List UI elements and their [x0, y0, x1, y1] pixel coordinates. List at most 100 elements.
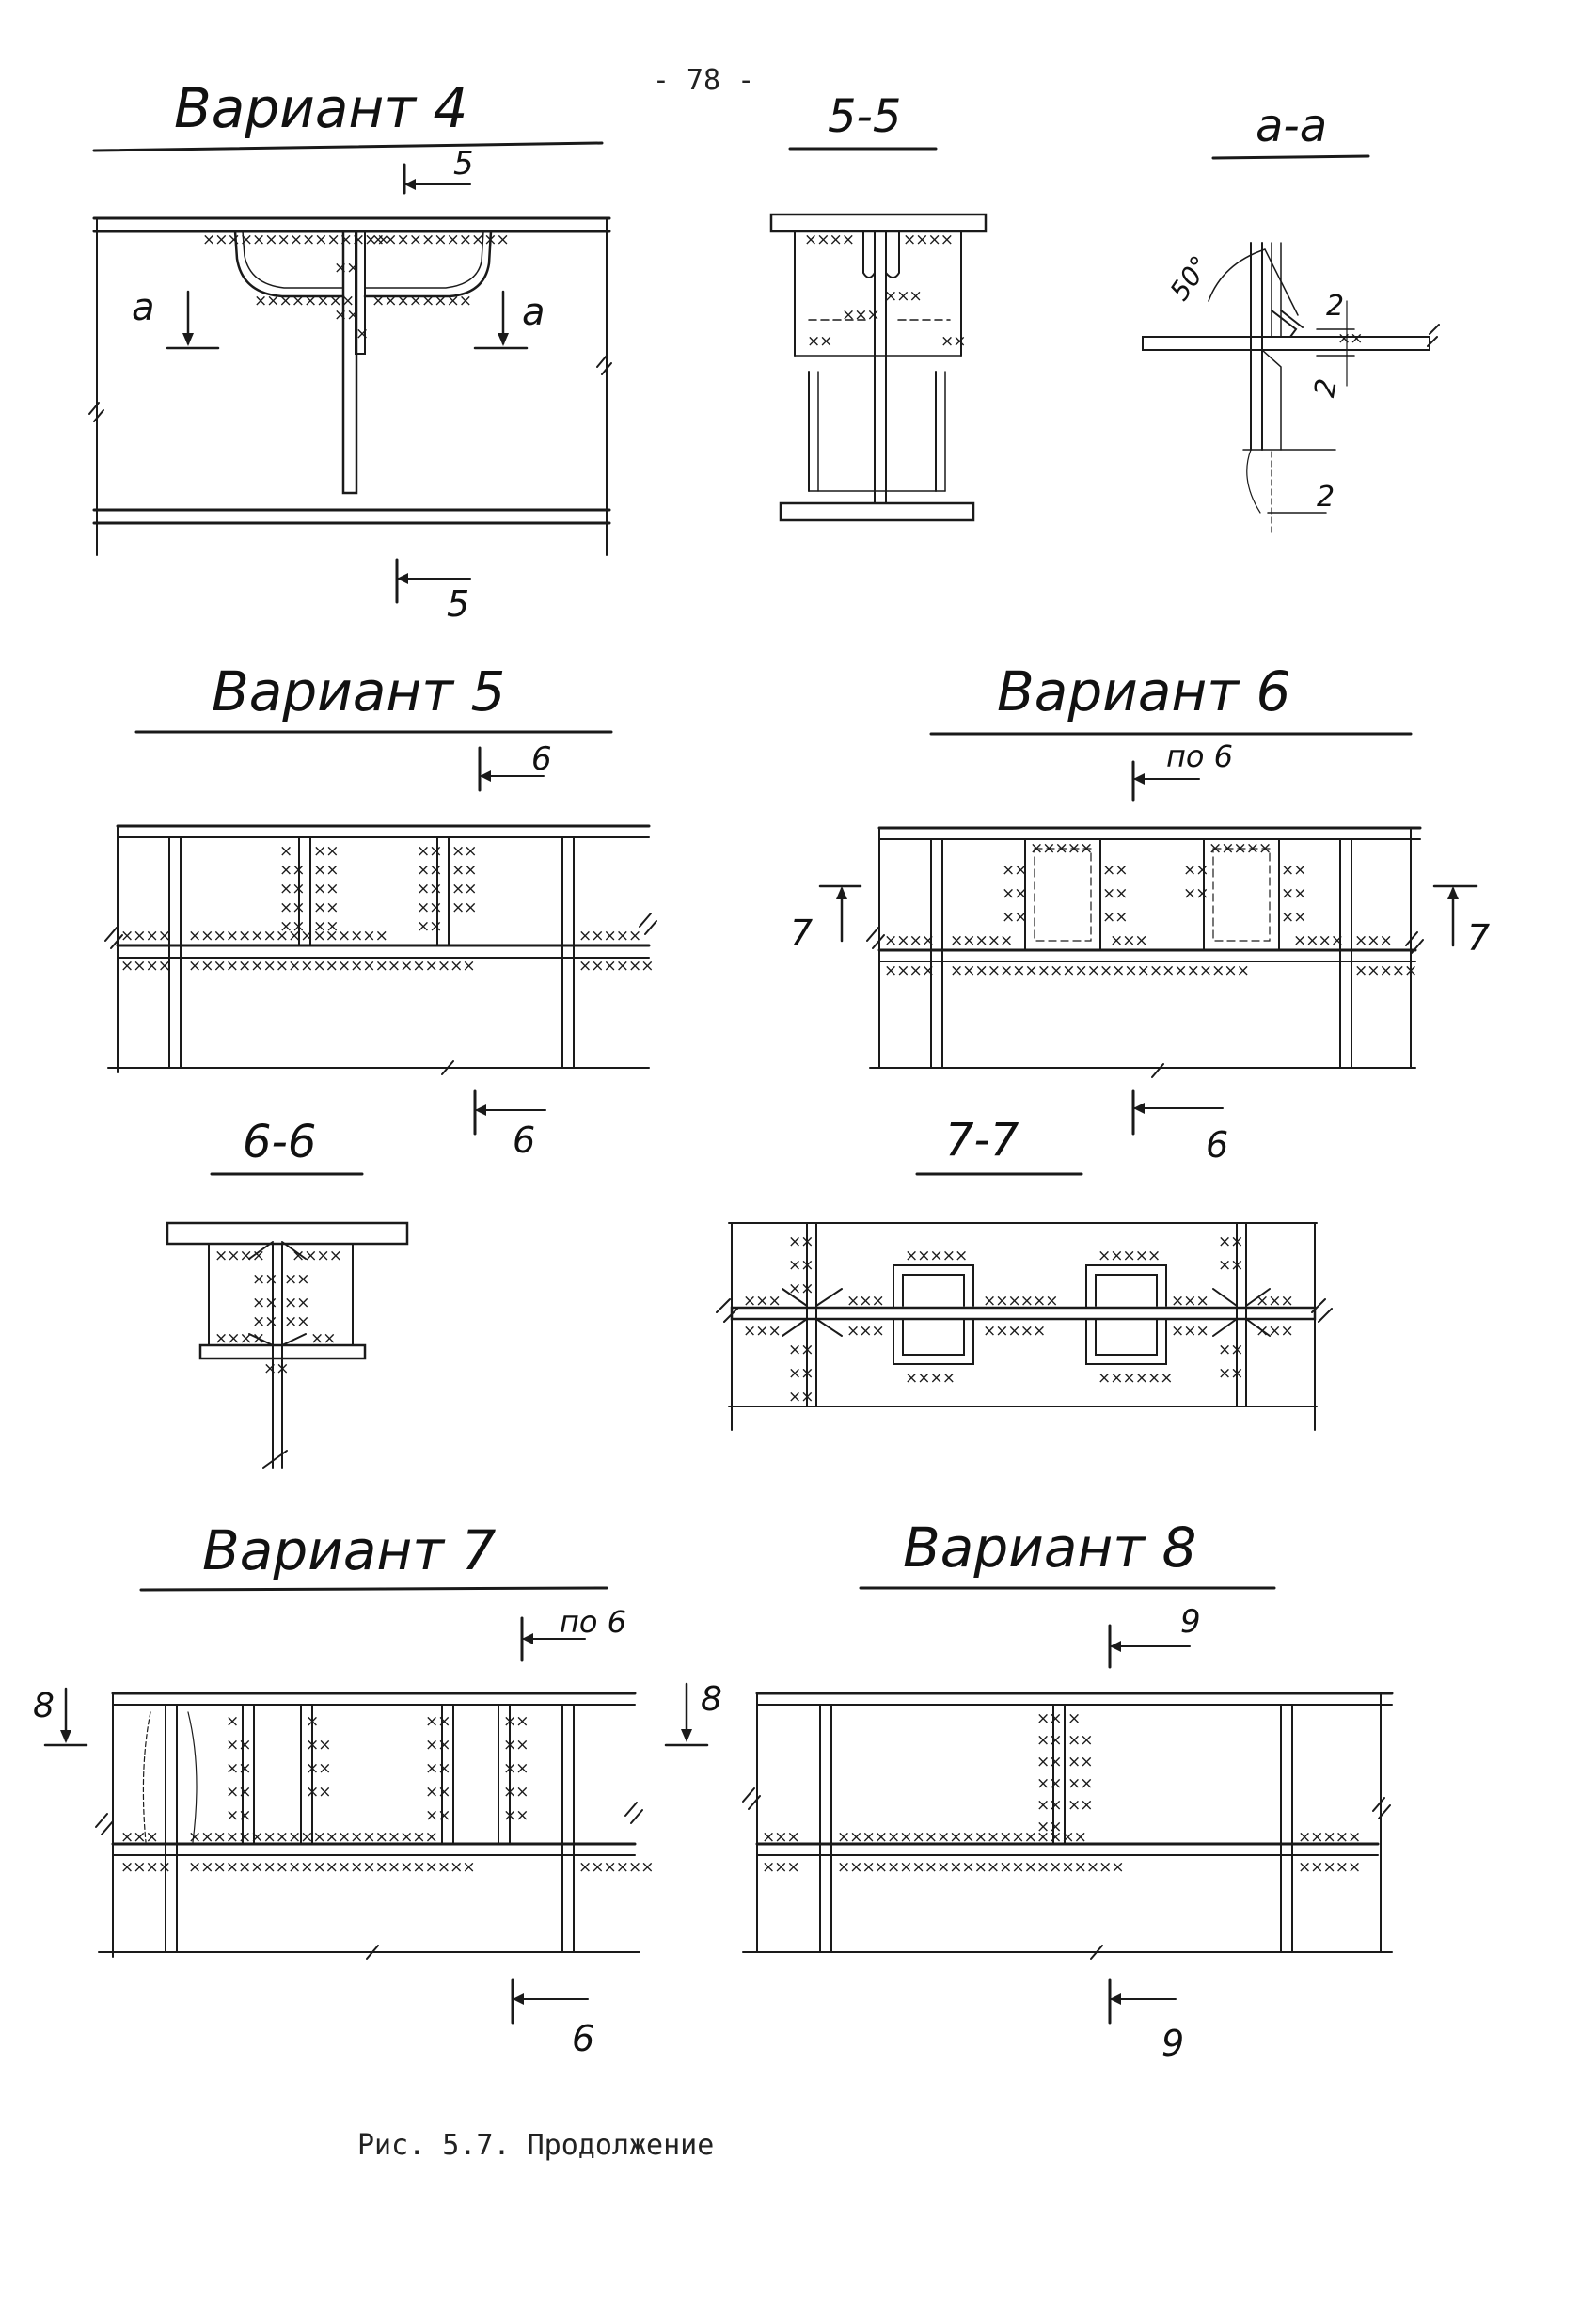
- weld-mark: ××××: [903, 230, 953, 249]
- weld-mark: ××: [310, 1329, 336, 1348]
- weld-mark: ××××××××××××××××: [188, 927, 387, 945]
- section-mark-5-top: 5: [403, 145, 474, 195]
- weld-mark: ××: [451, 898, 477, 917]
- weld-mark: ××: [279, 898, 305, 917]
- weld-mark: ××: [306, 1736, 331, 1755]
- drawing-label: по 6: [1166, 739, 1233, 774]
- weld-mark: ××: [417, 898, 442, 917]
- weld-mark: ××: [451, 861, 477, 880]
- section-mark-9-top: 9: [1108, 1603, 1201, 1669]
- weld-mark: ××: [252, 1270, 277, 1289]
- weld-mark: ×××: [842, 306, 879, 325]
- weld-mark: ×××: [743, 1292, 781, 1310]
- variant-7-title: Вариант 7: [202, 1518, 497, 1582]
- weld-mark: ××: [1036, 1753, 1062, 1771]
- section-mark-7-left: 7: [790, 884, 862, 954]
- weld-mark: ××: [1281, 908, 1306, 927]
- weld-mark: ××: [226, 1759, 251, 1778]
- weld-mark: ××: [1067, 1774, 1093, 1793]
- weld-mark: ×××: [1256, 1322, 1293, 1341]
- weld-mark: ××: [1337, 329, 1363, 348]
- weld-mark: ××: [252, 1294, 277, 1312]
- weld-mark: ××: [503, 1783, 529, 1802]
- drawing-label: 2: [1308, 376, 1344, 400]
- drawing-label: 5: [453, 145, 474, 183]
- section-mark-8-right: 8: [664, 1680, 722, 1747]
- weld-mark: ××: [279, 880, 305, 898]
- variant-8-drawing: Вариант 8 9 ××× ×××××××××××××××××××× ×××…: [742, 1516, 1394, 2064]
- weld-mark: ××××: [120, 1858, 170, 1877]
- weld-mark: ××: [1067, 1753, 1093, 1771]
- weld-mark: ××××××××: [254, 292, 354, 310]
- weld-mark: ××: [425, 1806, 450, 1825]
- variant-8-title: Вариант 8: [903, 1516, 1196, 1580]
- weld-mark: ××: [1218, 1256, 1243, 1275]
- weld-mark: ××××: [214, 1329, 264, 1348]
- weld-mark: ×××××: [1209, 839, 1271, 858]
- weld-mark: ××: [788, 1256, 814, 1275]
- weld-mark: ×××: [762, 1828, 799, 1847]
- section-mark-6-bottom-v7: 6: [511, 1978, 594, 2059]
- weld-mark: ×××××: [1298, 1828, 1360, 1847]
- drawing-label: 2: [1317, 481, 1335, 514]
- drawing-label: 8: [701, 1680, 722, 1719]
- weld-mark: ××××: [804, 230, 854, 249]
- weld-mark: ××: [226, 1783, 251, 1802]
- weld-mark: ×××: [743, 1322, 781, 1341]
- section-mark-a-right: а: [473, 290, 545, 350]
- section-6-6-drawing: 6-6 ×××× ×××× ×× ×× ×× ×× ×× ×× ×××× ×× …: [166, 1116, 409, 1469]
- weld-mark: ××: [1102, 861, 1128, 880]
- variant-7-drawing: Вариант 7 по 6 ××× ×××××××××××××××××××× …: [33, 1518, 722, 2059]
- section-mark-a-left: а: [132, 286, 220, 350]
- variant-6-title: Вариант 6: [997, 659, 1290, 723]
- section-5-5-drawing: 5-5 ×××× ×××× ××× ××× ×× ××: [769, 90, 988, 522]
- weld-mark: ××: [788, 1232, 814, 1251]
- drawing-label: 50°: [1163, 250, 1216, 307]
- drawing-label: 2: [1326, 290, 1344, 323]
- weld-mark: ××: [1036, 1709, 1062, 1728]
- weld-mark: ××××××××××××××××××××: [188, 1828, 437, 1847]
- weld-mark: ××: [1002, 908, 1027, 927]
- weld-mark: ××××××: [578, 957, 653, 976]
- variant-6-drawing: Вариант 6 по 6 ×××× ××××× ××× ×××× ××× ×…: [790, 659, 1490, 1166]
- weld-mark: ××: [313, 917, 339, 936]
- section-7-7-title: 7-7: [945, 1114, 1019, 1167]
- drawing-label: 5: [447, 583, 469, 625]
- weld-mark: ××: [807, 332, 832, 351]
- weld-mark: ××××××××××××××××××××××××: [950, 961, 1249, 980]
- weld-mark: ×××××××××××××××: [202, 230, 389, 249]
- weld-mark: ×: [279, 842, 292, 861]
- weld-mark: ×××: [846, 1322, 884, 1341]
- weld-mark: ××××××: [983, 1292, 1057, 1310]
- variant-4-title: Вариант 4: [174, 76, 467, 140]
- section-mark-5-bottom: 5: [395, 558, 471, 625]
- weld-mark: ××: [284, 1312, 309, 1331]
- weld-mark: ××: [1002, 884, 1027, 903]
- weld-mark: ×××××: [578, 927, 640, 945]
- weld-mark: ×××: [884, 287, 922, 306]
- weld-mark: ××: [788, 1364, 814, 1383]
- drawing-label: 6: [513, 1120, 535, 1161]
- weld-mark: ×××××: [1030, 839, 1092, 858]
- weld-mark: ××: [252, 1312, 277, 1331]
- weld-mark: ××××××××××××××××××××: [837, 1828, 1086, 1847]
- drawing-label: 9: [1180, 1603, 1201, 1641]
- weld-mark: ××: [503, 1736, 529, 1755]
- weld-mark: ×××: [1256, 1292, 1293, 1310]
- weld-mark: ××: [788, 1388, 814, 1406]
- weld-mark: ××: [1036, 1774, 1062, 1793]
- drawing-label: 7: [790, 913, 813, 954]
- drawing-label: 6: [572, 2018, 594, 2059]
- weld-mark: ××: [1002, 861, 1027, 880]
- variant-5-drawing: Вариант 5 6 ×××× ×××××××××××××××× ×××× ×…: [104, 659, 657, 1161]
- weld-mark: ××: [284, 1294, 309, 1312]
- section-mark-6-top: 6: [478, 740, 552, 792]
- weld-mark: ×: [356, 325, 368, 343]
- weld-mark: ×××××: [1354, 961, 1416, 980]
- weld-mark: ××: [1036, 1731, 1062, 1750]
- weld-mark: ××: [417, 861, 442, 880]
- section-mark-po6-top-v7: по 6: [520, 1604, 626, 1662]
- weld-mark: ××××: [905, 1369, 955, 1388]
- section-mark-6-bottom-v6: 6: [1131, 1089, 1228, 1166]
- weld-mark: ×××: [762, 1858, 799, 1877]
